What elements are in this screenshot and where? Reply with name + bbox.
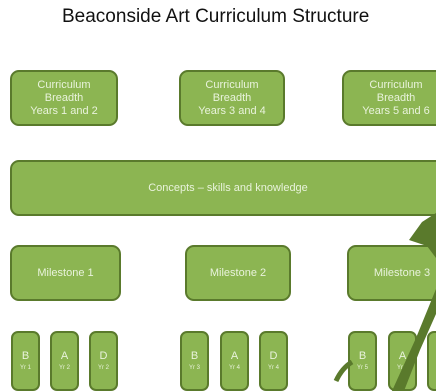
- year-box: D Yr 2: [89, 331, 118, 391]
- year-box: A Yr 4: [220, 331, 249, 391]
- year-box-letter: A: [60, 350, 69, 362]
- milestone-3-box: Milestone 3: [347, 245, 436, 301]
- year-box-letter: A: [398, 350, 407, 362]
- arrow-stem: [392, 289, 436, 391]
- breadth-line: Breadth: [212, 91, 252, 104]
- breadth-box-years-1-2: Curriculum Breadth Years 1 and 2: [10, 70, 118, 126]
- milestone-1-box: Milestone 1: [10, 245, 121, 301]
- milestone-label: Milestone 2: [209, 267, 267, 279]
- breadth-box-years-5-6: Curriculum Breadth Years 5 and 6: [342, 70, 436, 126]
- year-box-letter: B: [358, 350, 367, 362]
- year-box-year: Yr 2: [97, 365, 109, 371]
- year-box: B Yr 3: [180, 331, 209, 391]
- year-box-letter: B: [190, 350, 199, 362]
- year-box: [427, 331, 436, 391]
- breadth-line: Years 3 and 4: [198, 104, 266, 117]
- breadth-box-years-3-4: Curriculum Breadth Years 3 and 4: [179, 70, 285, 126]
- year-box: B Yr 1: [11, 331, 40, 391]
- year-box-year: Yr 2: [58, 365, 70, 371]
- arrow-curve: [333, 359, 354, 383]
- arrow-head: [409, 213, 436, 258]
- milestone-label: Milestone 3: [373, 267, 431, 279]
- breadth-line: Curriculum: [37, 78, 91, 91]
- breadth-line: Breadth: [376, 91, 416, 104]
- year-box-letter: B: [21, 350, 30, 362]
- year-box-year: Yr 3: [188, 365, 200, 371]
- breadth-line: Curriculum: [205, 78, 259, 91]
- milestone-label: Milestone 1: [37, 267, 94, 279]
- year-box: D Yr 4: [259, 331, 288, 391]
- concepts-label: Concepts – skills and knowledge: [148, 182, 308, 194]
- breadth-line: Years 1 and 2: [30, 104, 98, 117]
- year-box-year: Yr 1: [19, 365, 31, 371]
- breadth-line: Curriculum: [369, 78, 423, 91]
- milestone-2-box: Milestone 2: [185, 245, 291, 301]
- year-box-year: Yr 4: [228, 365, 240, 371]
- concepts-bar: Concepts – skills and knowledge: [10, 160, 436, 216]
- year-box-letter: D: [99, 350, 108, 362]
- year-box: A Yr 2: [50, 331, 79, 391]
- year-box-year: Yr 4: [267, 365, 279, 371]
- year-box-year: Yr 5: [356, 365, 368, 371]
- year-box-letter: D: [269, 350, 278, 362]
- diagram-title: Beaconside Art Curriculum Structure: [62, 6, 370, 27]
- year-box-letter: A: [230, 350, 239, 362]
- breadth-line: Years 5 and 6: [362, 104, 430, 117]
- breadth-line: Breadth: [44, 91, 84, 104]
